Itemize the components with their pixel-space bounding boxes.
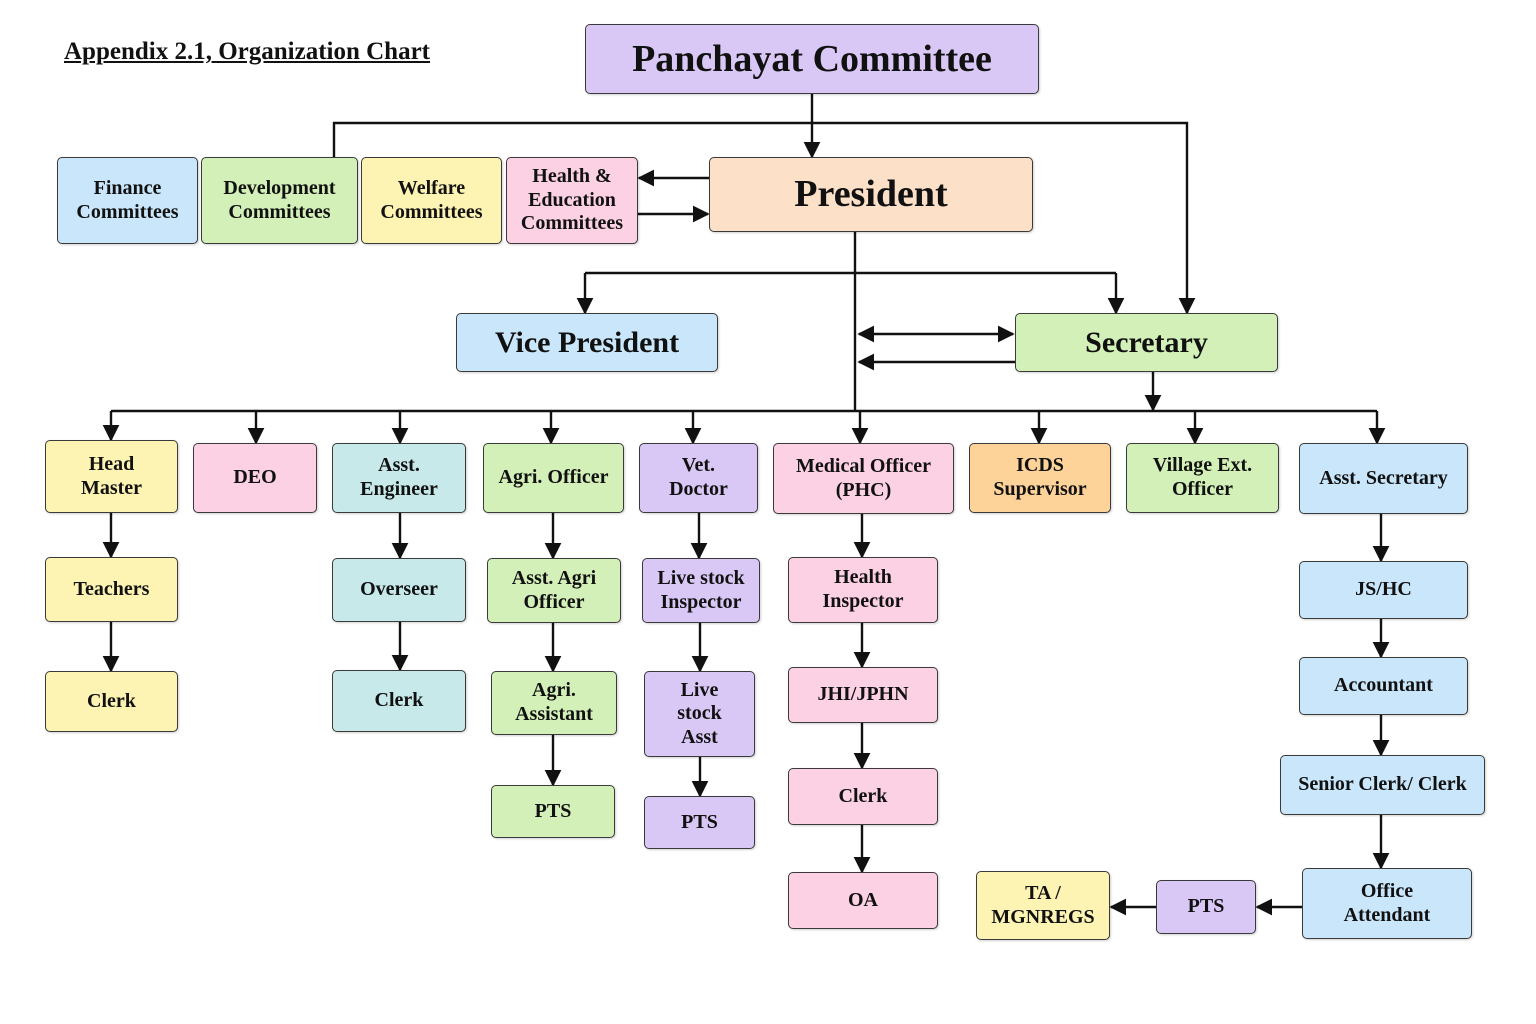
teachers-box: Teachers bbox=[45, 557, 178, 622]
ta-mgnregs-box: TA / MGNREGS bbox=[976, 871, 1110, 940]
health-education-committees-box: Health & Education Committees bbox=[506, 157, 638, 244]
pts-vet-box: PTS bbox=[644, 796, 755, 849]
pts-agri-box: PTS bbox=[491, 785, 615, 838]
clerk-engineer-box: Clerk bbox=[332, 670, 466, 732]
overseer-box: Overseer bbox=[332, 558, 466, 622]
president-box: President bbox=[709, 157, 1033, 232]
clerk-head-master-box: Clerk bbox=[45, 671, 178, 732]
agri-officer-box: Agri. Officer bbox=[483, 443, 624, 513]
deo-box: DEO bbox=[193, 443, 317, 513]
senior-clerk-box: Senior Clerk/ Clerk bbox=[1280, 755, 1485, 815]
asst-secretary-box: Asst. Secretary bbox=[1299, 443, 1468, 514]
page-title: Appendix 2.1, Organization Chart bbox=[64, 38, 431, 65]
health-inspector-box: Health Inspector bbox=[788, 557, 938, 623]
welfare-committees-box: Welfare Committees bbox=[361, 157, 502, 244]
pts-secretary-box: PTS bbox=[1156, 880, 1256, 934]
development-committees-box: Development Committees bbox=[201, 157, 358, 244]
jhi-jphn-box: JHI/JPHN bbox=[788, 667, 938, 723]
oa-box: OA bbox=[788, 872, 938, 929]
vice-president-box: Vice President bbox=[456, 313, 718, 372]
clerk-medical-box: Clerk bbox=[788, 768, 938, 825]
vet-doctor-box: Vet. Doctor bbox=[639, 443, 758, 513]
finance-committees-box: Finance Committees bbox=[57, 157, 198, 244]
asst-agri-officer-box: Asst. Agri Officer bbox=[487, 558, 621, 623]
accountant-box: Accountant bbox=[1299, 657, 1468, 715]
head-master-box: Head Master bbox=[45, 440, 178, 513]
livestock-inspector-box: Live stock Inspector bbox=[642, 558, 760, 623]
icds-supervisor-box: ICDS Supervisor bbox=[969, 443, 1111, 513]
js-hc-box: JS/HC bbox=[1299, 561, 1468, 619]
panchayat-committee-box: Panchayat Committee bbox=[585, 24, 1039, 94]
livestock-asst-box: Live stock Asst bbox=[644, 671, 755, 757]
village-ext-officer-box: Village Ext. Officer bbox=[1126, 443, 1279, 513]
agri-assistant-box: Agri. Assistant bbox=[491, 671, 617, 735]
secretary-box: Secretary bbox=[1015, 313, 1278, 372]
medical-officer-box: Medical Officer (PHC) bbox=[773, 443, 954, 514]
asst-engineer-box: Asst. Engineer bbox=[332, 443, 466, 513]
office-attendant-box: Office Attendant bbox=[1302, 868, 1472, 939]
